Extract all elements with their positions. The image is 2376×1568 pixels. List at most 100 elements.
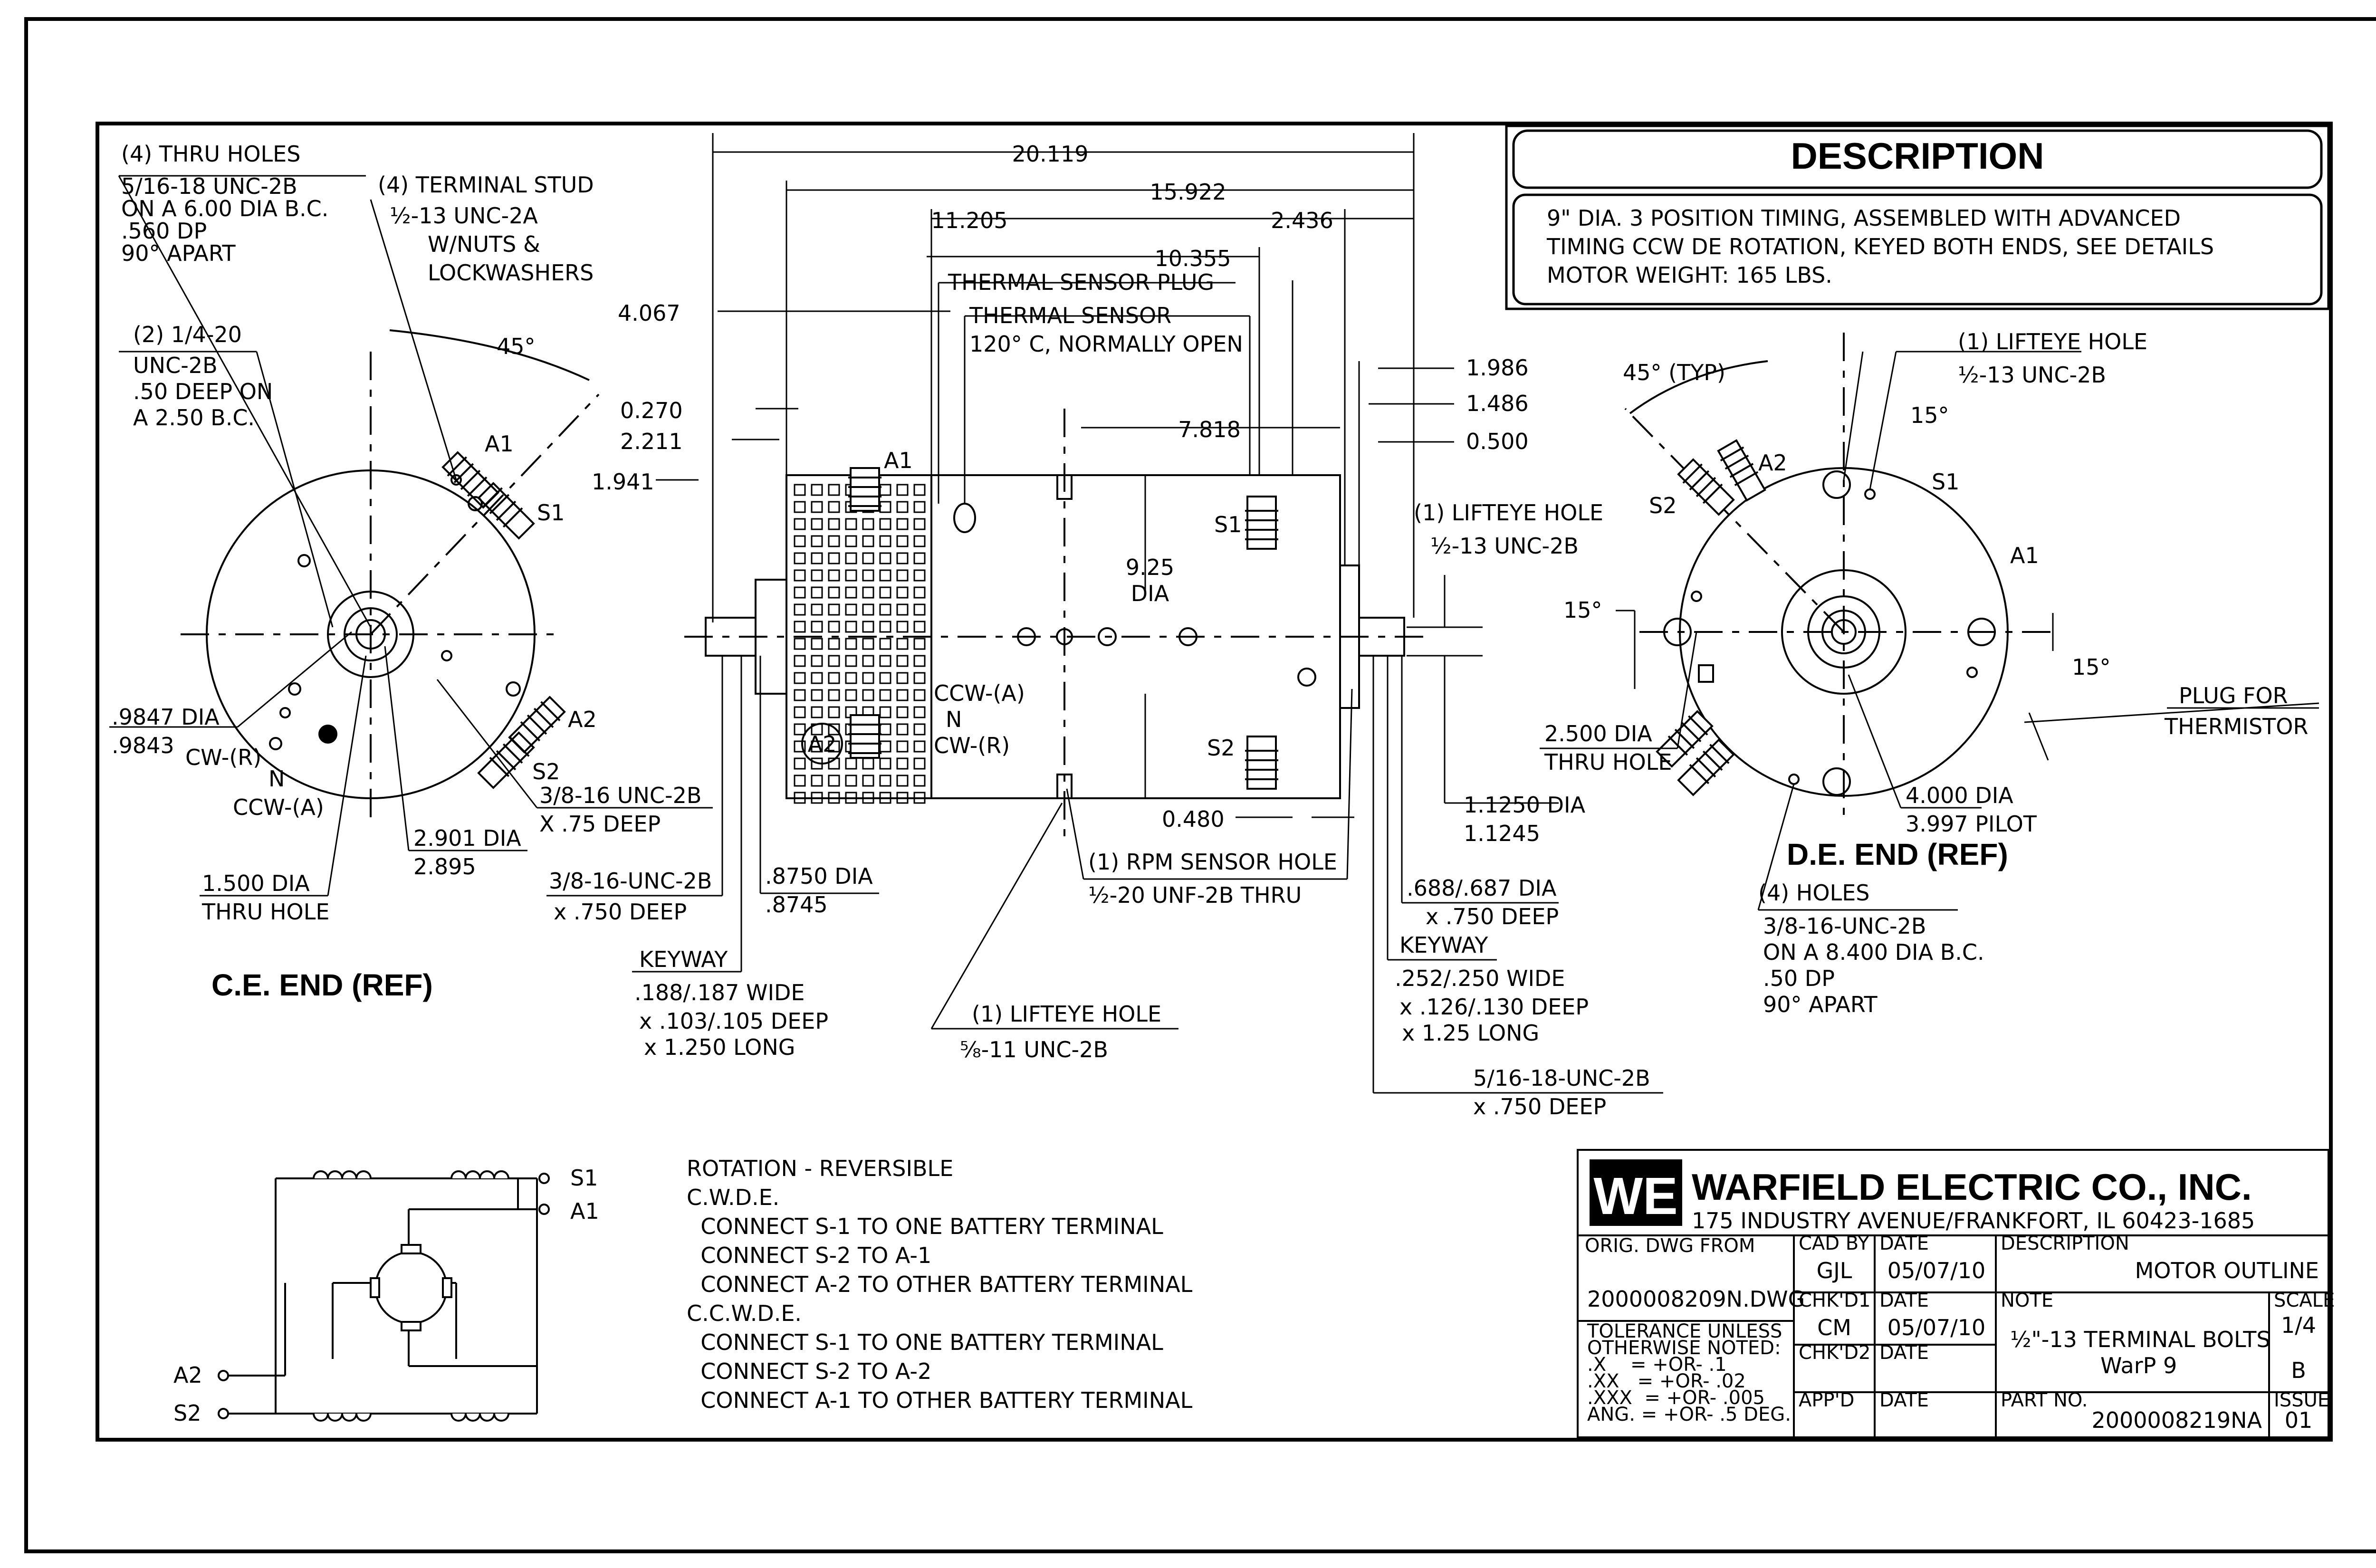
- vent-slot: [845, 792, 857, 804]
- vent-slot: [828, 655, 840, 667]
- de-plug-2: THERMISTOR: [2164, 714, 2308, 739]
- tolerance-4: .XX = +OR- .02: [1587, 1370, 1746, 1392]
- vent-slot: [862, 689, 874, 701]
- de-terminal-s2: S2: [1649, 493, 1677, 518]
- ce-terminal-s2: S2: [532, 759, 560, 784]
- de-holes-2: 3/8-16-UNC-2B: [1763, 913, 1926, 939]
- dim-2-436: 2.436: [1271, 208, 1333, 233]
- vent-slot: [811, 621, 823, 633]
- ce-rotation-ccw: CCW-(A): [233, 794, 324, 820]
- rpm-sensor-2: ½-20 UNF-2B THRU: [1088, 882, 1302, 908]
- vent-slot: [828, 586, 840, 599]
- tap-left-2: x .750 DEEP: [554, 899, 687, 925]
- schematic-s1: S1: [570, 1165, 598, 1191]
- vent-slot: [913, 792, 926, 804]
- vent-slot: [828, 689, 840, 701]
- vent-slot: [879, 774, 891, 787]
- de-holes-5: 90° APART: [1763, 992, 1878, 1017]
- shaft-left-2: .8745: [765, 892, 828, 918]
- dia-value: 9.25: [1126, 555, 1174, 580]
- dim-4-067: 4.067: [618, 300, 680, 326]
- vent-slot: [828, 501, 840, 513]
- dim-0-270: 0.270: [620, 398, 683, 423]
- note-label: NOTE: [2001, 1290, 2053, 1311]
- keyway-left-4: x 1.250 LONG: [644, 1034, 795, 1060]
- vent-slot: [811, 501, 823, 513]
- dim-7-818: 7.818: [1178, 417, 1241, 442]
- vent-slot: [811, 689, 823, 701]
- note-line-2: C.W.D.E.: [687, 1185, 779, 1210]
- vent-slot: [879, 518, 891, 530]
- de-holes-1: (4) HOLES: [1758, 880, 1869, 906]
- scale-label: SCALE: [2274, 1290, 2335, 1311]
- de-end-title: D.E. END (REF): [1787, 837, 2008, 871]
- vent-slot: [862, 586, 874, 599]
- ce-pilot-dia-1: 2.901 DIA: [413, 825, 521, 851]
- vent-slot: [811, 518, 823, 530]
- vent-slot: [845, 603, 857, 616]
- vent-slot: [896, 672, 909, 684]
- de-thru-hole-1: 2.500 DIA: [1544, 721, 1652, 746]
- vent-slot: [879, 552, 891, 564]
- side-terminal-s1: S1: [1214, 512, 1242, 537]
- vent-slot: [862, 774, 874, 787]
- dia-label: DIA: [1131, 581, 1169, 606]
- vent-slot: [828, 603, 840, 616]
- date-3-label: DATE: [1879, 1342, 1929, 1364]
- de-angle-typ: 45° (TYP): [1623, 360, 1725, 385]
- vent-slot: [896, 723, 909, 736]
- vent-slot: [794, 518, 806, 530]
- rotation-notes: ROTATION - REVERSIBLE C.W.D.E. CONNECT S…: [687, 1156, 1193, 1413]
- outer-border: [24, 17, 2376, 1553]
- vent-slot: [879, 740, 891, 753]
- vent-slot: [896, 740, 909, 753]
- vent-slot: [896, 757, 909, 770]
- vent-slot: [913, 586, 926, 599]
- cad-by-label: CAD BY: [1799, 1233, 1869, 1254]
- vent-slot: [794, 603, 806, 616]
- ce-end-title: C.E. END (REF): [211, 968, 433, 1002]
- vent-slot: [794, 792, 806, 804]
- chkd-value: CM: [1817, 1315, 1851, 1340]
- note-line-3: CONNECT S-1 TO ONE BATTERY TERMINAL: [687, 1214, 1163, 1239]
- vent-slot: [896, 552, 909, 564]
- vent-slot: [828, 774, 840, 787]
- tap-left-1: 3/8-16-UNC-2B: [549, 868, 712, 894]
- vent-slot: [862, 757, 874, 770]
- vent-slot: [862, 603, 874, 616]
- ce-terminal-stud-1: (4) TERMINAL STUD: [378, 172, 594, 198]
- vent-slot: [879, 792, 891, 804]
- shaft-left-1: .8750 DIA: [765, 863, 873, 889]
- de-pilot-2: 3.997 PILOT: [1906, 811, 2037, 837]
- tap-right2-2: x .750 DEEP: [1473, 1094, 1606, 1119]
- tap-right-2: x .750 DEEP: [1426, 904, 1559, 929]
- de-lifteye-1: (1) LIFTEYE HOLE: [1958, 329, 2147, 354]
- cad-by-value: GJL: [1817, 1258, 1852, 1283]
- vent-slot: [896, 535, 909, 547]
- ce-rotation-n: N: [268, 766, 285, 792]
- vent-slot: [913, 723, 926, 736]
- ce-terminal-stud-4: LOCKWASHERS: [428, 260, 594, 286]
- schematic-a1: A1: [570, 1198, 599, 1224]
- part-no-label: PART NO.: [2001, 1389, 2088, 1411]
- description-label: DESCRIPTION: [2001, 1233, 2129, 1254]
- vent-slot: [913, 655, 926, 667]
- ce-thru-hole-1: 1.500 DIA: [202, 870, 310, 896]
- note-line-5: CONNECT A-2 TO OTHER BATTERY TERMINAL: [687, 1272, 1193, 1297]
- side-terminal-a1: A1: [884, 448, 913, 473]
- vent-slot: [913, 689, 926, 701]
- dim-0-500: 0.500: [1466, 429, 1529, 454]
- chkd-label: CHK'D1: [1799, 1290, 1870, 1311]
- vent-slot: [845, 689, 857, 701]
- note-line-1: ROTATION - REVERSIBLE: [687, 1156, 953, 1181]
- vent-slot: [879, 535, 891, 547]
- vent-slot: [845, 552, 857, 564]
- lifteye-top-1: (1) LIFTEYE HOLE: [1414, 500, 1603, 526]
- ce-tapped-holes-2: UNC-2B: [133, 353, 218, 378]
- vent-slot: [794, 757, 806, 770]
- vent-slot: [862, 621, 874, 633]
- keyway-right-3: x .126/.130 DEEP: [1399, 994, 1589, 1020]
- vent-slot: [828, 535, 840, 547]
- vent-slot: [811, 792, 823, 804]
